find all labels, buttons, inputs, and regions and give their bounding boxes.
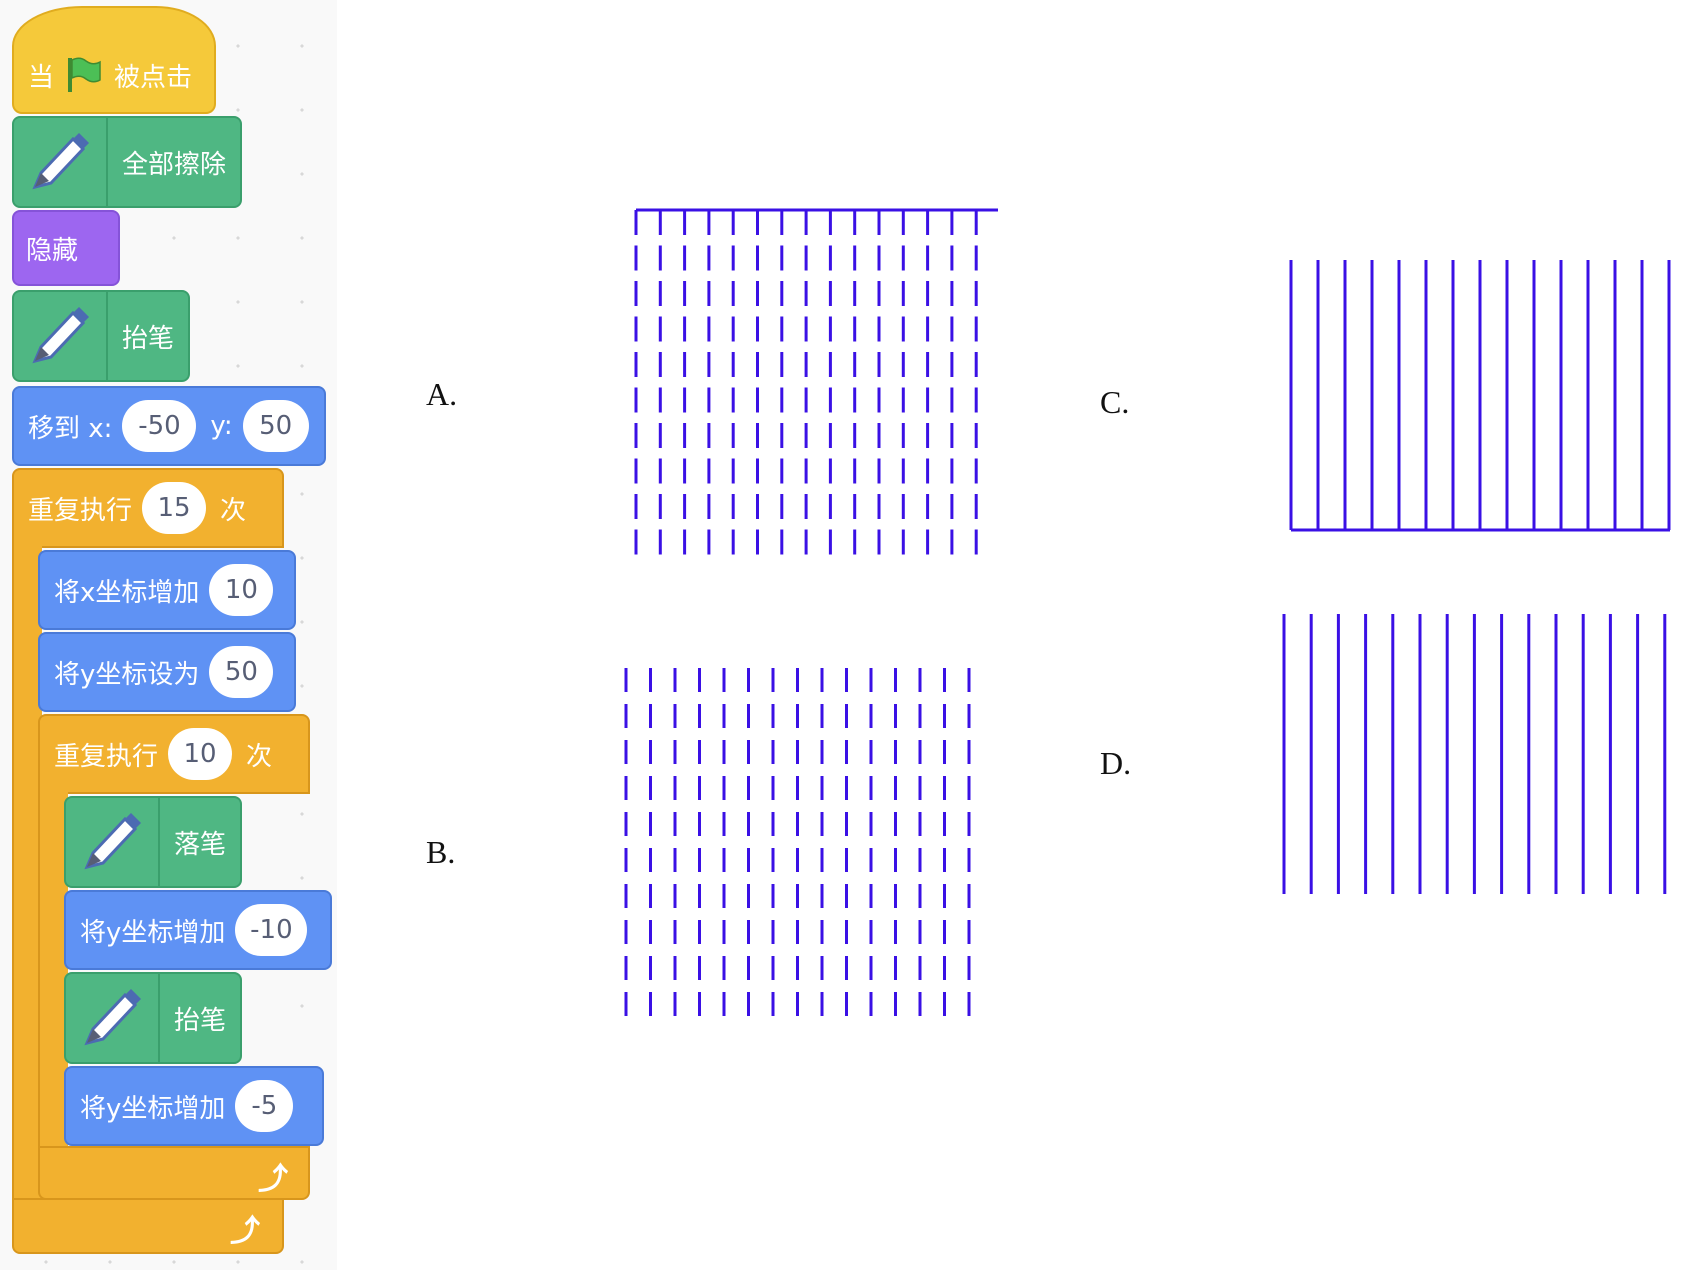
change-y-block-1[interactable]: 将y坐标增加 -10 bbox=[64, 890, 332, 970]
loop-arrow-icon: ⤴ bbox=[230, 1214, 260, 1249]
pen-icon bbox=[84, 989, 141, 1046]
hide-label: 隐藏 bbox=[26, 235, 79, 266]
clear-label: 全部擦除 bbox=[122, 149, 227, 180]
option-a-figure bbox=[634, 208, 998, 555]
when-flag-clicked-block[interactable]: 当 被点击 bbox=[12, 6, 216, 114]
pen-down-block[interactable]: 落笔 bbox=[64, 796, 242, 888]
repeat-inner-block[interactable]: 重复执行 10 次 bbox=[38, 714, 310, 794]
pen-extension-icon-box bbox=[14, 292, 108, 380]
clicked-label: 被点击 bbox=[114, 62, 193, 93]
when-label: 当 bbox=[28, 62, 55, 93]
option-d-label: D. bbox=[1100, 745, 1132, 781]
repeat-inner-suffix: 次 bbox=[246, 741, 273, 772]
scratch-workspace: 当 被点击 全部擦除 隐藏 bbox=[0, 0, 337, 1270]
pen-up-label: 抬笔 bbox=[122, 323, 175, 354]
goto-x-label: 移到 x: bbox=[28, 413, 113, 444]
repeat-inner-label: 重复执行 bbox=[54, 741, 159, 772]
goto-y-input[interactable]: 50 bbox=[242, 400, 309, 452]
option-d-figure bbox=[1282, 614, 1667, 894]
looks-hide-block[interactable]: 隐藏 bbox=[12, 210, 120, 286]
goto-x-input[interactable]: -50 bbox=[122, 400, 197, 452]
pen-extension-icon-box bbox=[66, 974, 160, 1062]
goto-xy-block[interactable]: 移到 x: -50 y: 50 bbox=[12, 386, 326, 466]
change-y-label-1: 将y坐标增加 bbox=[80, 917, 226, 948]
change-x-input[interactable]: 10 bbox=[209, 564, 274, 616]
pen-icon bbox=[32, 133, 89, 190]
pen-clear-block[interactable]: 全部擦除 bbox=[12, 116, 242, 208]
option-c-label: C. bbox=[1100, 384, 1130, 420]
set-y-block[interactable]: 将y坐标设为 50 bbox=[38, 632, 296, 712]
option-a-label: A. bbox=[426, 376, 458, 412]
repeat-outer-count-input[interactable]: 15 bbox=[142, 482, 207, 534]
set-y-input[interactable]: 50 bbox=[209, 646, 274, 698]
repeat-inner-arm bbox=[38, 792, 68, 1148]
change-y-input-1[interactable]: -10 bbox=[235, 904, 308, 956]
option-b-label: B. bbox=[426, 834, 456, 870]
pen-up-block-2[interactable]: 抬笔 bbox=[64, 972, 242, 1064]
change-y-input-2[interactable]: -5 bbox=[235, 1080, 294, 1132]
goto-y-label: y: bbox=[210, 411, 233, 441]
repeat-outer-suffix: 次 bbox=[220, 495, 247, 526]
repeat-inner-count-input[interactable]: 10 bbox=[168, 728, 233, 780]
change-x-label: 将x坐标增加 bbox=[54, 577, 200, 608]
repeat-outer-arm bbox=[12, 546, 42, 1200]
repeat-outer-end: ⤴ bbox=[12, 1198, 284, 1254]
option-c-figure bbox=[1289, 260, 1671, 532]
repeat-outer-block[interactable]: 重复执行 15 次 bbox=[12, 468, 284, 548]
repeat-outer-label: 重复执行 bbox=[28, 495, 133, 526]
pen-extension-icon-box bbox=[66, 798, 160, 886]
pen-icon bbox=[84, 813, 141, 870]
pen-down-label: 落笔 bbox=[174, 829, 227, 860]
change-y-label-2: 将y坐标增加 bbox=[80, 1093, 226, 1124]
change-x-block[interactable]: 将x坐标增加 10 bbox=[38, 550, 296, 630]
repeat-inner-end: ⤴ bbox=[38, 1146, 310, 1200]
set-y-label: 将y坐标设为 bbox=[54, 659, 200, 690]
pen-up-label-2: 抬笔 bbox=[174, 1005, 227, 1036]
pen-up-block[interactable]: 抬笔 bbox=[12, 290, 190, 382]
pen-extension-icon-box bbox=[14, 118, 108, 206]
option-b-figure bbox=[624, 668, 971, 1016]
green-flag-icon bbox=[66, 56, 102, 94]
change-y-block-2[interactable]: 将y坐标增加 -5 bbox=[64, 1066, 324, 1146]
loop-arrow-icon: ⤴ bbox=[258, 1162, 288, 1197]
pen-icon bbox=[32, 307, 89, 364]
